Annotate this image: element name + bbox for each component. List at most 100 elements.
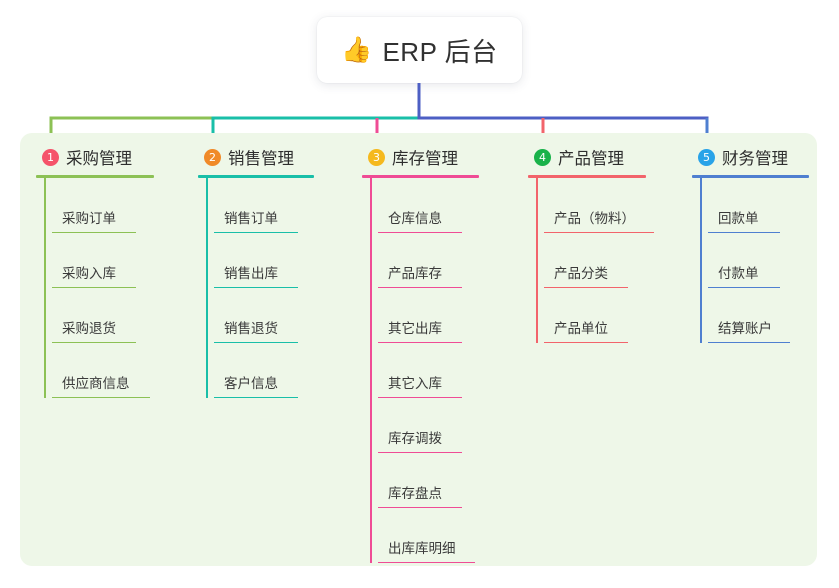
branch-item-label: 付款单 [718,266,759,281]
branch-item[interactable]: 产品分类 [536,233,646,288]
branch-column-3[interactable]: 3 库存管理仓库信息产品库存其它出库其它入库库存调拨库存盘点出库库明细 [362,145,479,563]
branch-item-label: 仓库信息 [388,211,442,226]
branch-column-2[interactable]: 2 销售管理销售订单销售出库销售退货客户信息 [198,145,314,398]
branch-item[interactable]: 客户信息 [206,343,314,398]
branch-item[interactable]: 其它入库 [370,343,479,398]
branch-item-label: 其它入库 [388,376,442,391]
branch-spine-5 [700,178,702,343]
branch-item-underline [52,341,136,343]
branch-item-label: 销售订单 [224,211,278,226]
branch-item-label: 库存调拨 [388,431,442,446]
branch-header-5[interactable]: 5 财务管理 [692,145,809,169]
branch-item-label: 产品分类 [554,266,608,281]
branch-underline-5 [692,175,809,178]
branch-item-underline [52,231,136,233]
branch-header-3[interactable]: 3 库存管理 [362,145,479,169]
thumbs-up-icon: 👍 [341,35,373,64]
branch-item-underline [214,231,298,233]
branch-item[interactable]: 销售退货 [206,288,314,343]
branch-item-label: 客户信息 [224,376,278,391]
branch-item-label: 采购订单 [62,211,116,226]
branch-badge-2: 2 [204,148,221,166]
branch-title-2: 销售管理 [228,150,294,168]
branch-spine-4 [536,178,538,343]
branch-badge-1: 1 [42,148,59,166]
branch-item-underline [378,286,462,288]
branch-item-underline [708,341,790,343]
branch-items-2: 销售订单销售出库销售退货客户信息 [198,178,314,398]
branch-title-4: 产品管理 [558,150,624,168]
branch-item-underline [378,451,462,453]
branch-item[interactable]: 采购入库 [44,233,154,288]
branch-title-1: 采购管理 [66,150,132,168]
branch-item-label: 供应商信息 [62,376,130,391]
branch-item-underline [378,231,462,233]
branch-item[interactable]: 出库库明细 [370,508,479,563]
branch-items-5: 回款单付款单结算账户 [692,178,809,343]
branch-item[interactable]: 采购订单 [44,178,154,233]
branch-item[interactable]: 产品库存 [370,233,479,288]
branch-item[interactable]: 库存盘点 [370,453,479,508]
branch-column-4[interactable]: 4 产品管理产品（物料） 产品分类产品单位 [528,145,654,343]
branch-item-label: 采购入库 [62,266,116,281]
branch-item-label: 销售退货 [224,321,278,336]
branch-item-underline [52,396,150,398]
branch-underline-4 [528,175,646,178]
branch-item-underline [378,506,462,508]
branch-item-label: 出库库明细 [388,541,456,556]
branch-item-label: 结算账户 [718,321,772,336]
branch-badge-4: 4 [534,148,551,166]
branch-item[interactable]: 付款单 [700,233,809,288]
branch-item-label: 其它出库 [388,321,442,336]
branch-item[interactable]: 销售出库 [206,233,314,288]
branches-panel [20,133,817,566]
branch-header-1[interactable]: 1 采购管理 [36,145,154,169]
branch-spine-3 [370,178,372,563]
branch-item-underline [708,286,780,288]
branch-item-underline [214,396,298,398]
branch-item[interactable]: 仓库信息 [370,178,479,233]
branch-item-label: 产品单位 [554,321,608,336]
branch-underline-1 [36,175,154,178]
branch-item[interactable]: 供应商信息 [44,343,154,398]
branch-badge-3: 3 [368,148,385,166]
branch-item-label: 库存盘点 [388,486,442,501]
branch-item[interactable]: 库存调拨 [370,398,479,453]
branch-item[interactable]: 采购退货 [44,288,154,343]
branch-item-underline [52,286,136,288]
branch-item-underline [378,341,462,343]
branch-item-underline [544,231,654,233]
branch-item-underline [214,341,298,343]
branch-item-underline [378,561,475,563]
branch-title-5: 财务管理 [722,150,788,168]
branch-underline-3 [362,175,479,178]
root-node-title: ERP 后台 [382,36,498,67]
branch-header-2[interactable]: 2 销售管理 [198,145,314,169]
branch-underline-2 [198,175,314,178]
branch-item[interactable]: 产品（物料） [536,178,654,233]
branch-item-label: 采购退货 [62,321,116,336]
branch-items-1: 采购订单采购入库采购退货供应商信息 [36,178,154,398]
branch-item-label: 回款单 [718,211,759,226]
branch-item[interactable]: 销售订单 [206,178,314,233]
branch-title-3: 库存管理 [392,150,458,168]
branch-spine-2 [206,178,208,398]
branch-items-3: 仓库信息产品库存其它出库其它入库库存调拨库存盘点出库库明细 [362,178,479,563]
root-node-card[interactable]: 👍 ERP 后台 [317,17,522,83]
branch-item-underline [708,231,780,233]
branch-header-4[interactable]: 4 产品管理 [528,145,646,169]
branch-items-4: 产品（物料） 产品分类产品单位 [528,178,654,343]
branch-item-label: 产品（物料） [554,211,635,226]
branch-item[interactable]: 其它出库 [370,288,479,343]
branch-item[interactable]: 回款单 [700,178,809,233]
branch-spine-1 [44,178,46,398]
branch-item-label: 产品库存 [388,266,442,281]
branch-item-underline [544,286,628,288]
branch-item[interactable]: 结算账户 [700,288,809,343]
branch-item-underline [214,286,298,288]
branch-column-5[interactable]: 5 财务管理回款单付款单结算账户 [692,145,809,343]
branch-badge-5: 5 [698,148,715,166]
branch-column-1[interactable]: 1 采购管理采购订单采购入库采购退货供应商信息 [36,145,154,398]
branch-item[interactable]: 产品单位 [536,288,646,343]
